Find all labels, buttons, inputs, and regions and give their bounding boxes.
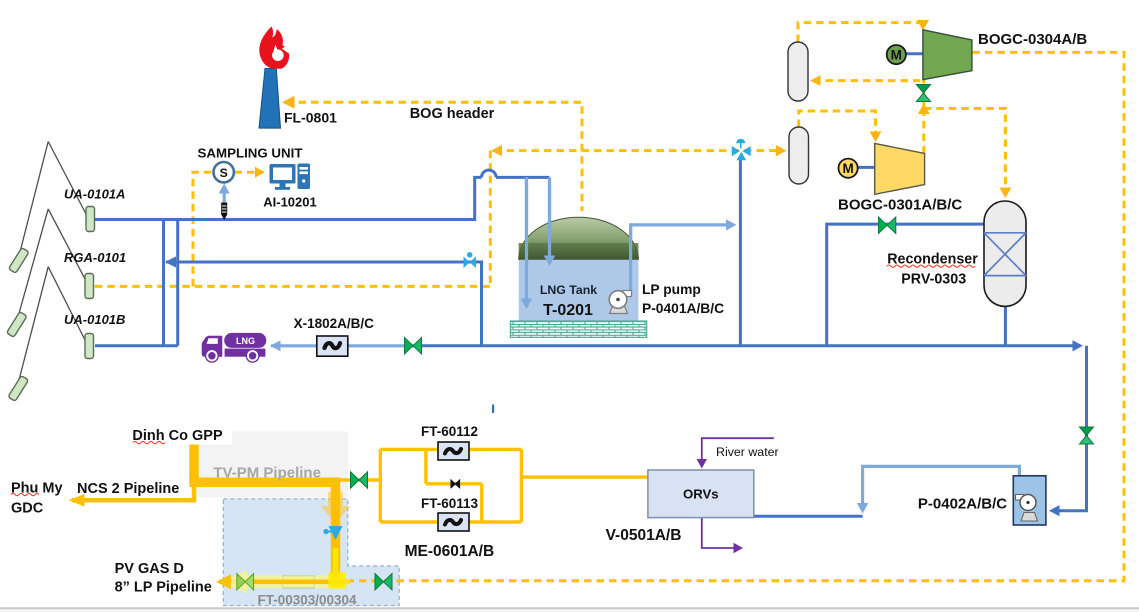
svg-text:River water: River water — [716, 445, 779, 459]
svg-text:V-0501A/B: V-0501A/B — [606, 527, 682, 544]
svg-text:BOG header: BOG header — [410, 106, 495, 122]
svg-text:LNG: LNG — [236, 336, 255, 346]
svg-text:FT-60113: FT-60113 — [421, 496, 479, 511]
svg-text:PV GAS D: PV GAS D — [115, 561, 184, 577]
svg-text:Dinh Co GPP: Dinh Co GPP — [132, 428, 223, 444]
svg-text:SAMPLING UNIT: SAMPLING UNIT — [198, 146, 303, 161]
svg-text:P-0402A/B/C: P-0402A/B/C — [918, 496, 1007, 513]
svg-text:NCS 2 Pipeline: NCS 2 Pipeline — [77, 481, 179, 497]
svg-text:Phu My: Phu My — [11, 480, 63, 496]
svg-text:M: M — [891, 48, 902, 63]
svg-text:UA-0101A: UA-0101A — [64, 187, 125, 202]
svg-text:LNG Tank: LNG Tank — [540, 283, 597, 297]
svg-text:FT-60112: FT-60112 — [421, 424, 478, 439]
svg-text:S: S — [220, 166, 228, 180]
svg-text:BOGC-0301A/B/C: BOGC-0301A/B/C — [838, 197, 962, 214]
svg-text:RGA-0101: RGA-0101 — [64, 250, 126, 265]
svg-text:ME-0601A/B: ME-0601A/B — [405, 543, 495, 560]
svg-text:PRV-0303: PRV-0303 — [901, 272, 966, 288]
svg-text:X-1802A/B/C: X-1802A/B/C — [294, 316, 375, 331]
svg-text:Recondenser: Recondenser — [887, 252, 978, 268]
svg-text:FL-0801: FL-0801 — [284, 110, 337, 126]
svg-text:GDC: GDC — [11, 500, 44, 516]
svg-text:8” LP Pipeline: 8” LP Pipeline — [115, 579, 212, 595]
svg-text:AI-10201: AI-10201 — [263, 194, 316, 209]
svg-text:FT-00303/00304: FT-00303/00304 — [257, 593, 357, 608]
svg-text:BOGC-0304A/B: BOGC-0304A/B — [978, 31, 1087, 48]
svg-text:P-0401A/B/C: P-0401A/B/C — [642, 301, 724, 316]
svg-text:ORVs: ORVs — [683, 486, 719, 501]
svg-text:M: M — [842, 161, 853, 176]
svg-text:TV-PM Pipeline: TV-PM Pipeline — [213, 465, 321, 482]
svg-text:T-0201: T-0201 — [543, 302, 593, 319]
svg-text:UA-0101B: UA-0101B — [64, 312, 125, 327]
svg-text:LP pump: LP pump — [642, 282, 701, 297]
